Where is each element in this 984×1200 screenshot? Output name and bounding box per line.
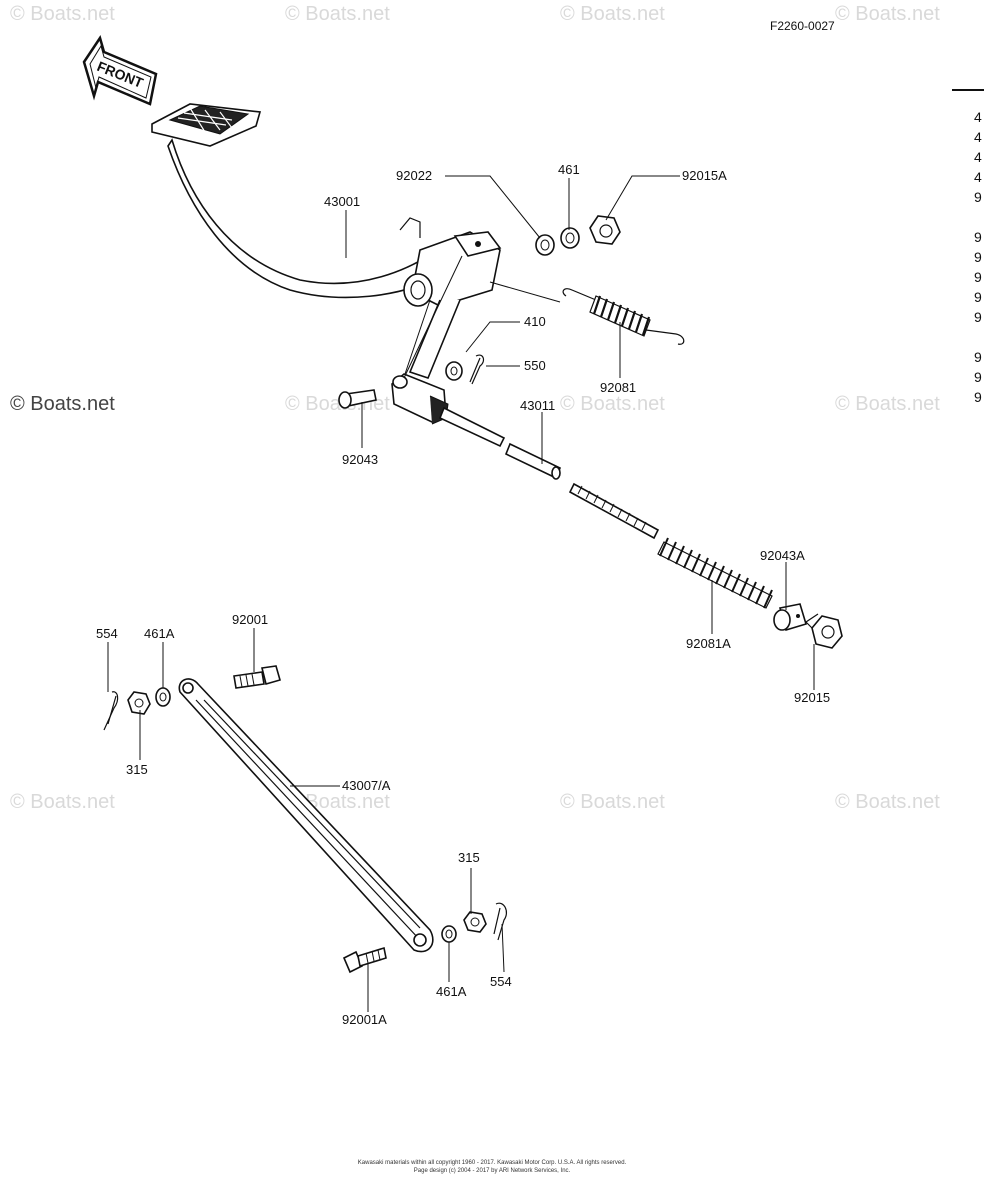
nut-92015 — [805, 613, 843, 649]
callout-461A-right: 461A — [436, 984, 467, 999]
edge-fragment: 4 — [974, 169, 982, 185]
brake-rod — [438, 406, 562, 480]
washer-461A-left — [155, 687, 171, 707]
edge-fragment: 9 — [974, 289, 982, 305]
washer-461A-right — [441, 925, 457, 943]
edge-fragment: 9 — [974, 269, 982, 285]
callout-labels: 43001 92022 461 92015A 410 550 92081 920… — [96, 162, 830, 1027]
nut-315-left — [127, 691, 151, 715]
edge-fragment: 4 — [974, 149, 982, 165]
figure-id: F2260-0027 — [770, 19, 835, 33]
edge-fragment: 9 — [974, 369, 982, 385]
nut-315-right — [463, 911, 487, 933]
callout-315-left: 315 — [126, 762, 148, 777]
watermark: © Boats.net — [285, 3, 390, 25]
callout-92022: 92022 — [396, 168, 432, 183]
edge-fragment: 9 — [974, 309, 982, 325]
link-arm — [178, 678, 434, 953]
edge-fragment: 9 — [974, 389, 982, 405]
watermark: © Boats.net — [560, 791, 665, 813]
edge-fragment: 9 — [974, 229, 982, 245]
edge-fragment: 9 — [974, 189, 982, 205]
callout-43007A: 43007/A — [342, 778, 391, 793]
callout-315-right: 315 — [458, 850, 480, 865]
callout-461: 461 — [558, 162, 580, 177]
callout-43011: 43011 — [520, 398, 555, 413]
washer-410 — [445, 361, 463, 381]
watermark: © Boats.net — [560, 393, 665, 415]
callout-461A-left: 461A — [144, 626, 175, 641]
callout-554-left: 554 — [96, 626, 118, 641]
watermark-prominent: © Boats.net — [10, 393, 115, 415]
watermark-group: © Boats.net © Boats.net © Boats.net © Bo… — [10, 3, 940, 813]
edge-fragment: 9 — [974, 349, 982, 365]
edge-fragment: 4 — [974, 129, 982, 145]
watermark: © Boats.net — [560, 3, 665, 25]
callout-92043: 92043 — [342, 452, 378, 467]
callout-92001A: 92001A — [342, 1012, 387, 1027]
brake-pedal — [151, 103, 502, 379]
pin-92043 — [338, 389, 377, 409]
joint-92043A — [773, 603, 807, 632]
clip-554-left — [103, 691, 119, 731]
watermark: © Boats.net — [835, 393, 940, 415]
washer-92022 — [535, 234, 555, 256]
washer-461 — [560, 227, 580, 249]
footer-copyright: Kawasaki materials within all copyright … — [357, 1160, 627, 1166]
footer-page-design: Page design (c) 2004 - 2017 by ARI Netwo… — [413, 1168, 571, 1174]
watermark: © Boats.net — [835, 791, 940, 813]
cotter-pin-550 — [469, 354, 485, 385]
callout-92015A: 92015A — [682, 168, 727, 183]
watermark: © Boats.net — [10, 791, 115, 813]
watermark: © Boats.net — [835, 3, 940, 25]
callout-550: 550 — [524, 358, 546, 373]
watermark: © Boats.net — [10, 3, 115, 25]
callout-92001: 92001 — [232, 612, 268, 627]
right-edge-column: 4 4 4 4 9 9 9 9 9 9 9 9 9 — [952, 89, 984, 405]
callout-410: 410 — [524, 314, 546, 329]
callout-92043A: 92043A — [760, 548, 805, 563]
edge-fragment: 9 — [974, 249, 982, 265]
front-arrow-icon: FRONT — [82, 35, 158, 106]
bolt-92001 — [233, 665, 281, 689]
edge-fragment: 4 — [974, 109, 982, 125]
callout-92015: 92015 — [794, 690, 830, 705]
clip-554-right — [493, 902, 508, 941]
spring-92081 — [562, 288, 685, 345]
callout-92081A: 92081A — [686, 636, 731, 651]
nut-92015A — [589, 215, 621, 245]
threaded-rod — [568, 482, 660, 540]
callout-554-right: 554 — [490, 974, 512, 989]
spring-92081A — [657, 537, 773, 609]
clevis — [391, 373, 449, 425]
callout-43001: 43001 — [324, 194, 360, 209]
leader-lines — [107, 175, 815, 1012]
callout-92081: 92081 — [600, 380, 636, 395]
bolt-92001A — [342, 946, 387, 974]
